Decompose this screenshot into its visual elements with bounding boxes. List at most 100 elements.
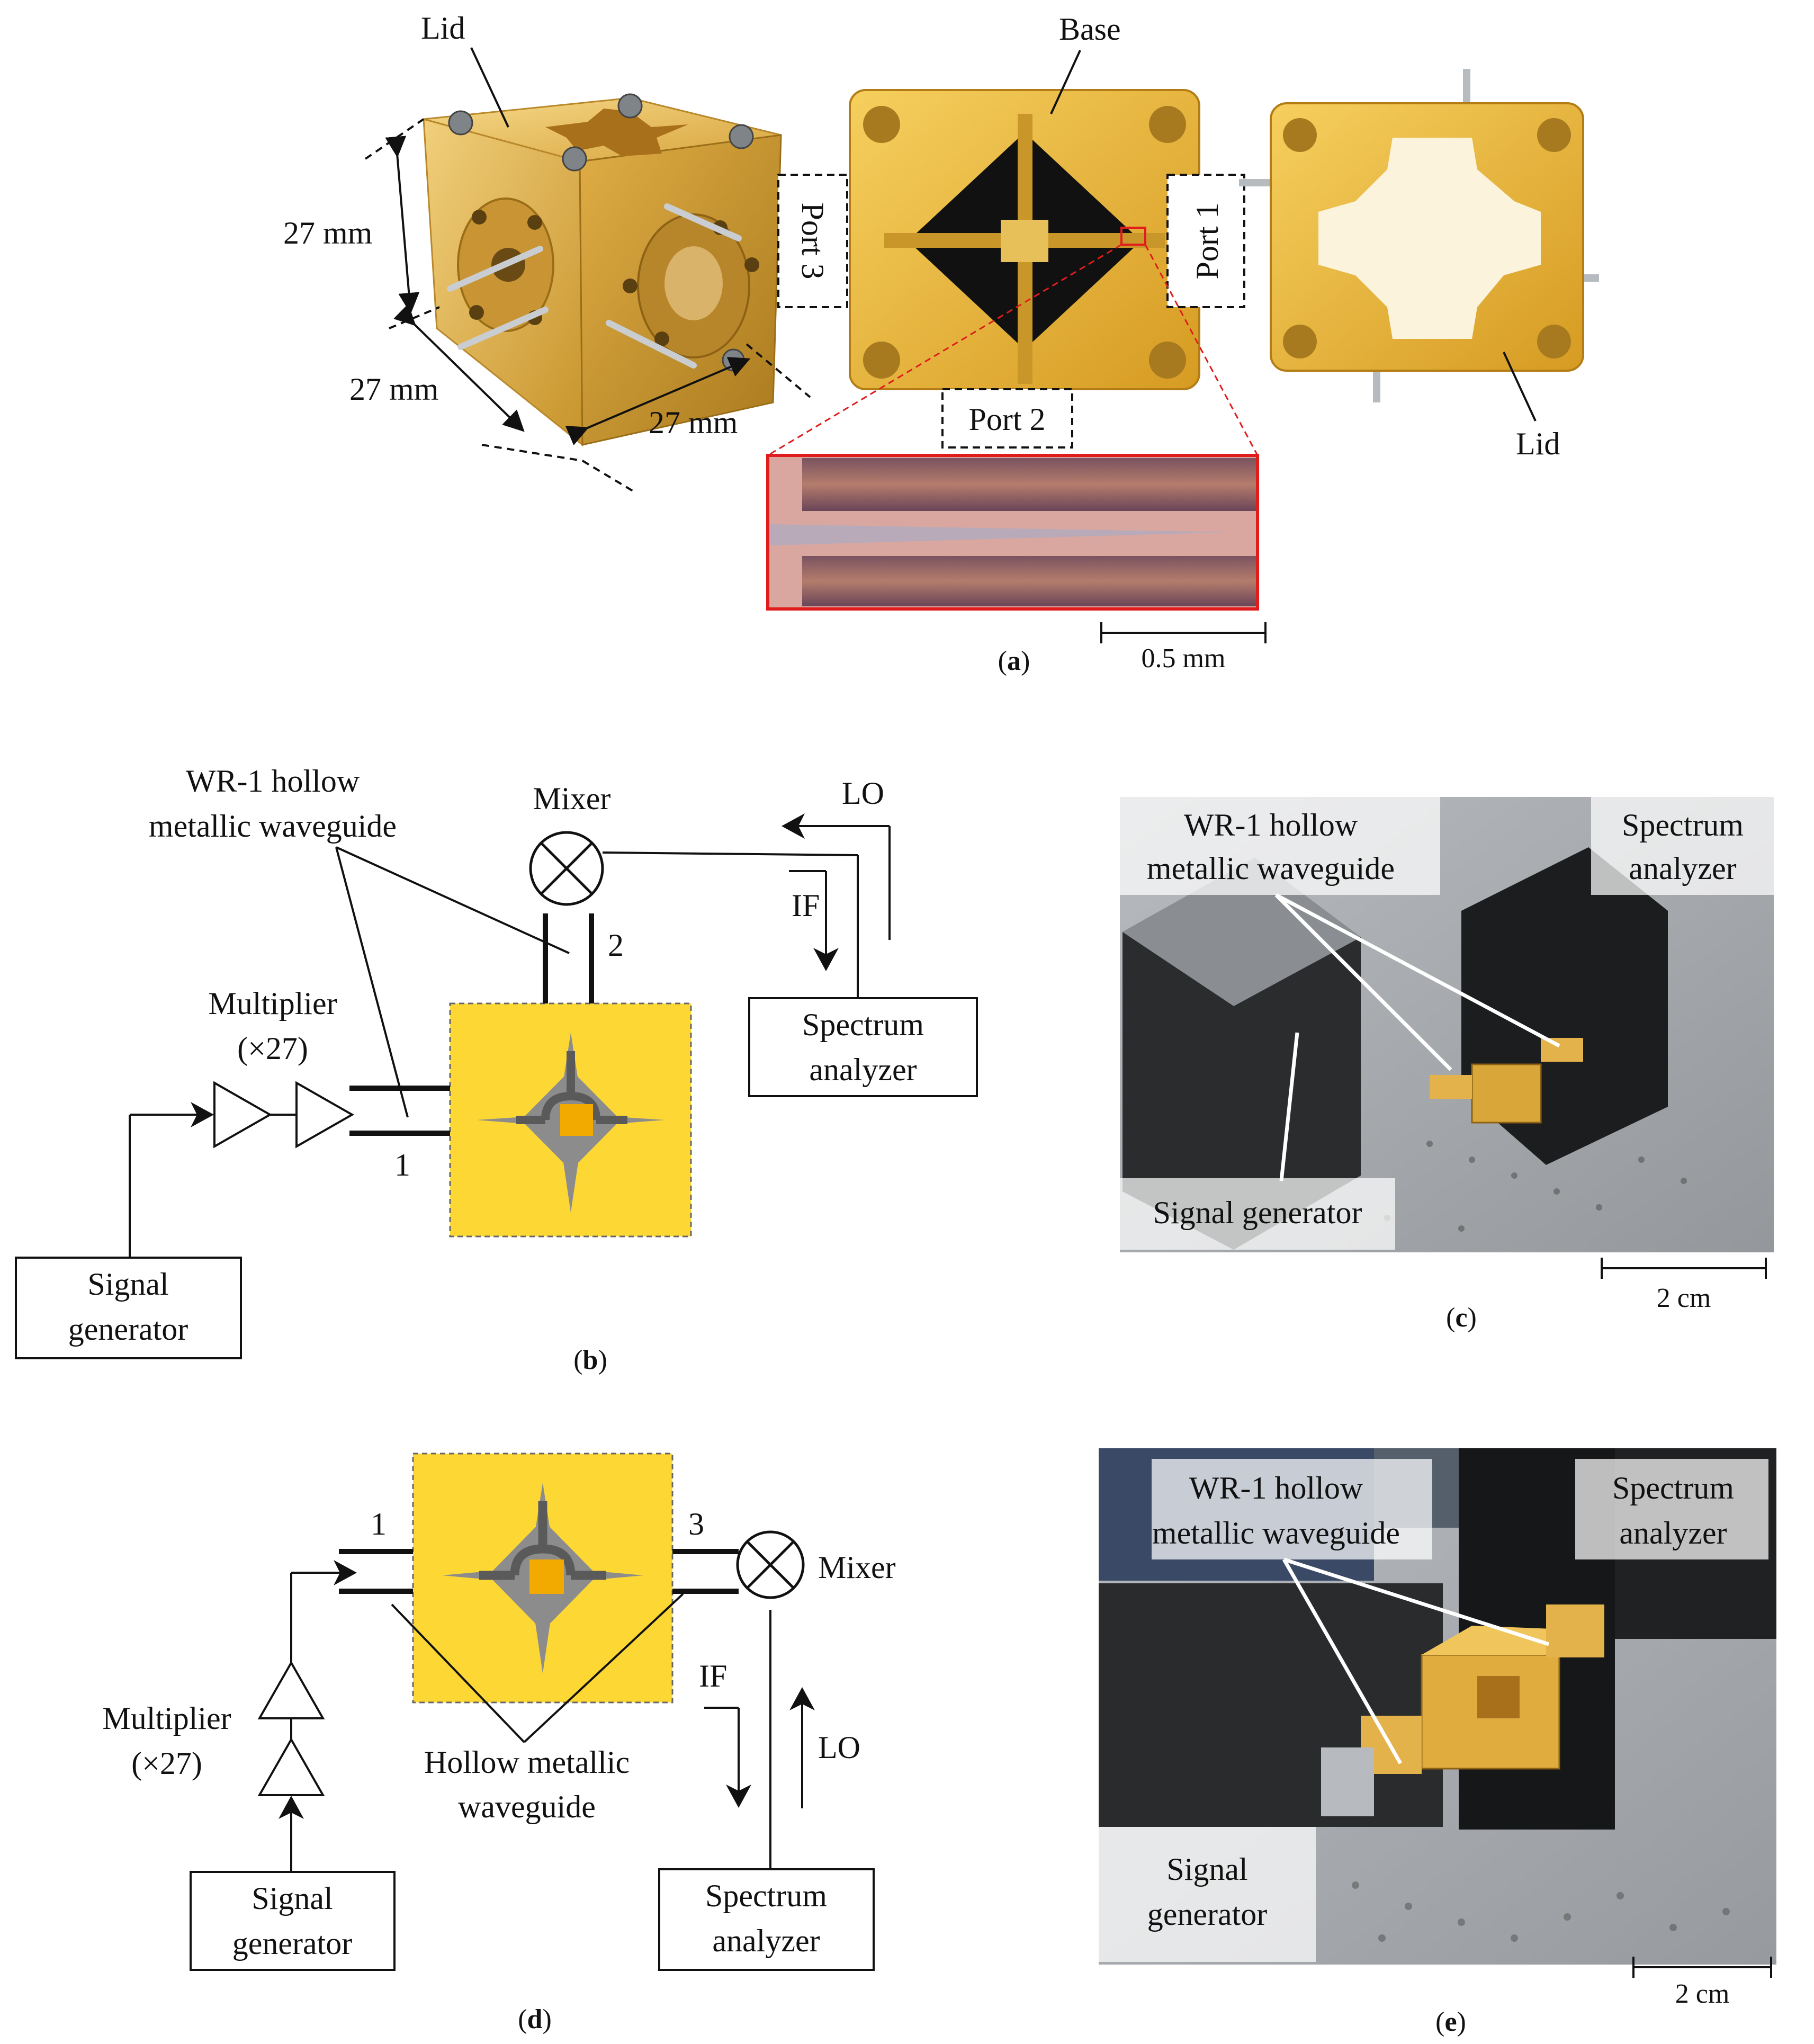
- waveguide-b-leader-2: [335, 847, 409, 1118]
- scale-bar-a-label: 0.5 mm: [1142, 643, 1226, 674]
- spectrum-d-box: [658, 1868, 875, 1971]
- dimension-lines: [364, 118, 811, 494]
- mixer-b-line: [602, 851, 858, 856]
- caption-b: (b): [573, 1345, 607, 1375]
- port-b-1-label: 1: [394, 1147, 410, 1182]
- hollow-d-leader-2: [523, 1593, 684, 1743]
- mixer-b-label: Mixer: [533, 781, 611, 816]
- port1-box: [1166, 174, 1245, 308]
- signal-c-label-box: [1120, 1178, 1395, 1250]
- spectrum-e-line2: analyzer: [1619, 1516, 1727, 1550]
- signal-d-box: [190, 1871, 396, 1971]
- waveguide-c-leader-2: [1275, 893, 1560, 1048]
- hollow-d-line2: waveguide: [458, 1789, 596, 1824]
- multiplier-d-2: [257, 1737, 325, 1796]
- waveguide-e-label-box: [1152, 1459, 1432, 1559]
- inset-connector-right: [1144, 244, 1259, 456]
- base-plate-photo: [849, 89, 1200, 390]
- waveguide-c-line1: WR-1 hollow: [1184, 808, 1358, 842]
- spectrum-e-label-box: [1575, 1459, 1768, 1559]
- scale-bar-a: [1100, 622, 1267, 643]
- lid-plate-photo: [1239, 69, 1599, 402]
- waveguide-e-line1: WR-1 hollow: [1189, 1471, 1363, 1505]
- mixer-d-label: Mixer: [818, 1550, 896, 1585]
- lid-leader: [1503, 352, 1537, 422]
- waveguide-c-line2: metallic waveguide: [1147, 851, 1395, 886]
- base-leader: [1050, 50, 1081, 114]
- signal-e-label-box: [1099, 1827, 1316, 1962]
- waveguide-c-label-box: [1120, 797, 1440, 895]
- waveguide-b-label-line1: WR-1 hollow: [186, 764, 360, 799]
- spectrum-c-line1: Spectrum: [1622, 808, 1744, 842]
- caption-e: (e): [1435, 2007, 1466, 2037]
- spectrum-e-line1: Spectrum: [1612, 1471, 1734, 1505]
- multiplier-b-2: [295, 1081, 355, 1149]
- signal-d-line2: generator: [232, 1926, 353, 1961]
- port2-box: [941, 388, 1073, 449]
- port1-label: Port 1: [1190, 202, 1225, 279]
- lo-b-label: LO: [842, 776, 884, 811]
- scale-bar-e: [1632, 1957, 1772, 1978]
- device-d-pattern: [442, 1483, 643, 1673]
- signal-c-leader: [1279, 1032, 1299, 1181]
- signal-d-line1: Signal: [252, 1881, 333, 1916]
- caption-a: (a): [998, 646, 1030, 676]
- waveguide-e-line2: metallic waveguide: [1152, 1516, 1400, 1550]
- hollow-d-leader-1: [391, 1603, 525, 1743]
- cube-lid-leader: [470, 47, 509, 128]
- caption-c: (c): [1446, 1303, 1477, 1333]
- base-label: Base: [1059, 12, 1121, 47]
- port2-label: Port 2: [968, 402, 1045, 437]
- panel-b: 2 1 WR-1 hollow metallic waveguide Mixer…: [15, 764, 978, 1375]
- port3-label: Port 3: [795, 202, 830, 279]
- spectrum-b-box: [748, 997, 978, 1097]
- scale-bar-e-label: 2 cm: [1675, 1979, 1730, 2009]
- waveguide-c-leader-1: [1274, 893, 1452, 1071]
- cube-lid-label: Lid: [421, 11, 465, 46]
- scale-bar-c: [1601, 1258, 1767, 1279]
- signal-b-box: [15, 1257, 242, 1359]
- signal-e-line1: Signal: [1166, 1852, 1247, 1887]
- spectrum-b-line1: Spectrum: [802, 1007, 924, 1042]
- panel-e: WR-1 hollow metallic waveguide Spectrum …: [1099, 1448, 1776, 2037]
- spectrum-c-line2: analyzer: [1629, 851, 1736, 886]
- panel-a: Lid 27 mm 27 mm 27 mm Base: [283, 11, 1599, 676]
- micrograph-inset: [766, 454, 1259, 611]
- waveguide-e-leader-2: [1283, 1557, 1550, 1646]
- cube-photo: [423, 93, 782, 447]
- signal-c-label: Signal generator: [1153, 1195, 1362, 1230]
- spectrum-d-line2: analyzer: [712, 1923, 820, 1958]
- if-b-label: IF: [792, 888, 820, 923]
- port3-box: [777, 174, 848, 308]
- inset-connector-left: [767, 244, 1122, 456]
- multiplier-b-line1: Multiplier: [208, 986, 337, 1021]
- device-b-pattern: [477, 1033, 664, 1213]
- if-d-label: IF: [699, 1658, 727, 1693]
- caption-d: (d): [518, 2004, 552, 2034]
- multiplier-d-line1: Multiplier: [102, 1701, 231, 1736]
- cube-dim-height: 27 mm: [283, 216, 372, 250]
- port-b-2-label: 2: [608, 928, 624, 963]
- hollow-d-line1: Hollow metallic: [424, 1745, 630, 1780]
- multiplier-d-line2: (×27): [131, 1746, 202, 1781]
- spectrum-c-label-box: [1591, 797, 1774, 895]
- waveguide-b-label-line2: metallic waveguide: [149, 809, 397, 844]
- lo-d-label: LO: [818, 1730, 860, 1765]
- signal-e-line2: generator: [1147, 1897, 1268, 1932]
- mixer-b: [529, 831, 604, 906]
- multiplier-d-1: [257, 1660, 325, 1719]
- waveguide-b-leader-1: [336, 846, 570, 954]
- waveguide-e-leader-1: [1282, 1558, 1403, 1764]
- lid-label: Lid: [1516, 426, 1560, 461]
- cube-dim-width: 27 mm: [649, 405, 738, 440]
- spectrum-d-line1: Spectrum: [705, 1878, 827, 1913]
- panel-d: 1 3 Mixer IF LO Spectrum analyzer Hollow…: [102, 1453, 896, 2034]
- multiplier-b-1: [213, 1081, 273, 1149]
- port-d-1-label: 1: [371, 1507, 387, 1541]
- panel-c: WR-1 hollow metallic waveguide Spectrum …: [1120, 797, 1774, 1333]
- signal-b-line1: Signal: [87, 1267, 168, 1302]
- signal-b-line2: generator: [68, 1312, 188, 1347]
- port-d-3-label: 3: [688, 1507, 704, 1541]
- multiplier-b-line2: (×27): [237, 1031, 308, 1066]
